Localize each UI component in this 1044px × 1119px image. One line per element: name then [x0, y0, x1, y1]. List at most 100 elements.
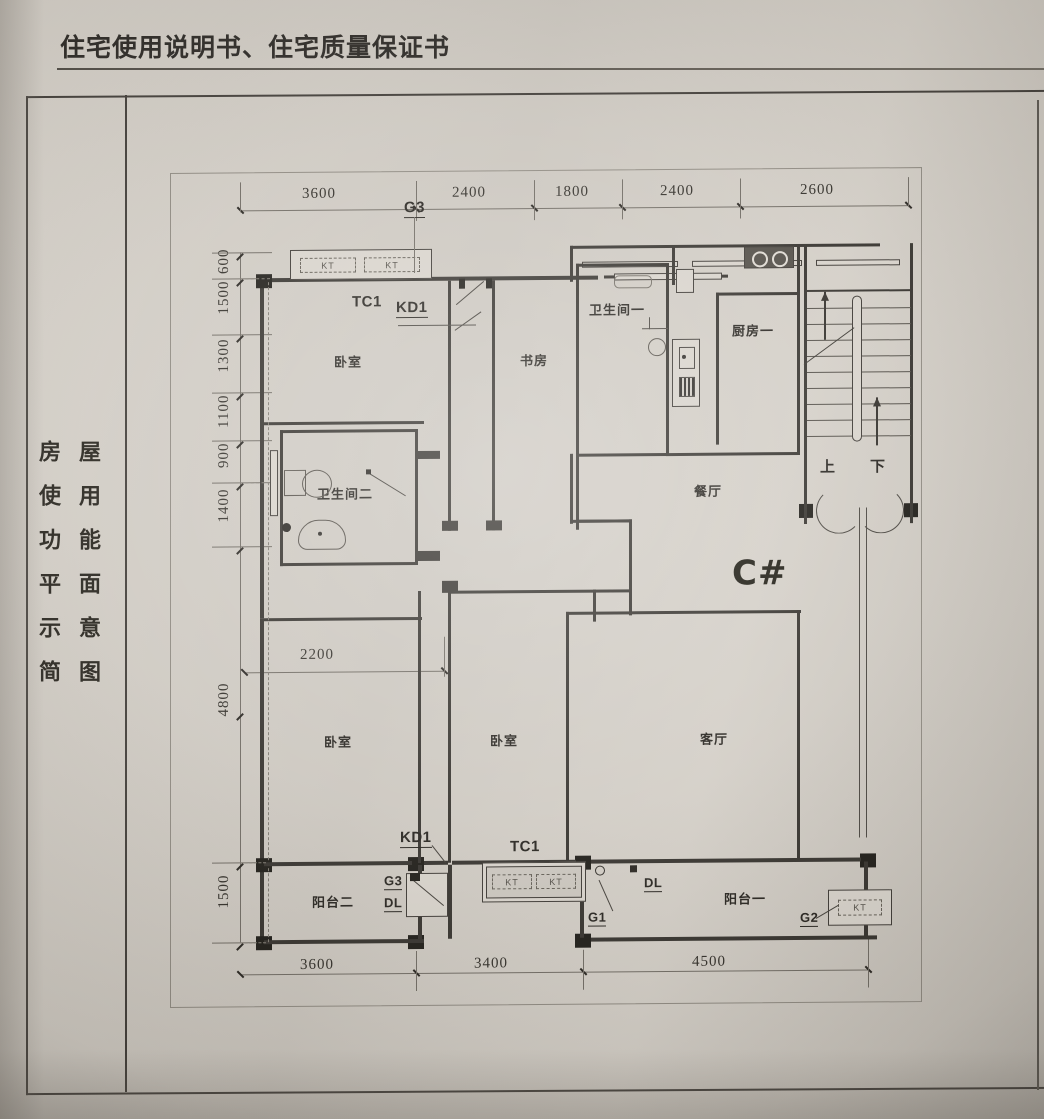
dim-ext	[908, 177, 909, 208]
top-dim-3: 1800	[555, 183, 589, 200]
exterior-wall-left-lower	[260, 618, 264, 865]
sidebar-caption-cell: 房使功平示简 屋用能面意图	[28, 440, 124, 800]
room-label-balcony-2: 阳台二	[312, 895, 355, 911]
bottom-dim-1: 3600	[300, 956, 334, 973]
ac-unit-kt-5: KT	[838, 899, 882, 916]
top-dim-1: 3600	[302, 185, 336, 202]
code-tc1-top: TC1	[352, 293, 382, 311]
left-dim-5: 900	[216, 442, 232, 469]
room-label-bathroom-1: 卫生间一	[589, 303, 646, 319]
dim-ext	[416, 951, 417, 992]
left-dim-4: 1100	[216, 394, 232, 429]
burner-icon	[772, 251, 788, 268]
left-dim-6: 1400	[216, 488, 232, 523]
code-kd1-top: KD1	[396, 298, 428, 319]
wall-corner	[593, 589, 629, 593]
wall-dining-top	[570, 519, 632, 523]
grid-ref-line	[240, 862, 266, 864]
floor-plan-drawing: 3600 2400 1800 2400 2600 600 1500 1300 1…	[152, 147, 942, 1043]
counter-line	[642, 328, 668, 330]
ac-unit-kt-4: KT	[536, 873, 576, 890]
top-dim-5: 2600	[800, 181, 834, 199]
stair-arrow-up-head	[821, 291, 829, 301]
window-bath2	[270, 450, 278, 517]
wall-kitchen-inner-left	[716, 292, 719, 445]
structural-column	[256, 274, 272, 289]
interior-wall-bedroom-right	[448, 280, 451, 531]
table-right-edge	[1037, 99, 1039, 1091]
exterior-wall-left-balcony	[260, 864, 264, 943]
wall-balcony-mid-left	[448, 864, 452, 939]
table-column-divider	[125, 94, 127, 1093]
exterior-wall-left-upper	[260, 278, 264, 619]
room-label-kitchen-1: 厨房一	[732, 324, 775, 340]
sink-icon	[648, 338, 666, 357]
entry-door-arc-left	[816, 487, 862, 534]
unit-tag: C#	[732, 553, 788, 594]
door-swing-line-right	[866, 507, 867, 838]
balcony2-marker	[410, 872, 420, 882]
code-dl-left: DL	[384, 895, 403, 913]
code-g3-bottom: G3	[384, 873, 403, 891]
interior-wall-study-left	[492, 280, 495, 531]
wall-pier-bath2	[418, 450, 440, 460]
grid-ref-line-v	[268, 282, 269, 861]
wall-dining-left	[629, 519, 632, 616]
drain-dot	[318, 531, 322, 536]
dim-ext	[868, 937, 869, 988]
kitchen-door	[676, 268, 694, 293]
wall-bath1-left-upper	[570, 245, 573, 282]
sink-basin-icon	[298, 519, 346, 550]
sidebar-caption-column-1: 房使功平示简	[35, 440, 60, 704]
wall-stair-right	[910, 243, 913, 524]
grid-ref-line	[240, 942, 266, 944]
top-dim-2: 2400	[452, 184, 486, 201]
fixture-line	[649, 317, 650, 330]
burner-icon	[752, 251, 768, 268]
wall-bedroom-bl-right	[418, 590, 421, 864]
wall-bedroom-bm-top2	[566, 611, 632, 615]
stair-label-up: 上	[820, 457, 837, 476]
page-title: 住宅使用说明书、住宅质量保证书	[60, 33, 451, 62]
bottom-dim-2: 3400	[474, 955, 508, 972]
room-label-balcony-1: 阳台一	[724, 892, 767, 908]
wall-bath1-right	[666, 263, 669, 456]
wall-bath2-left	[280, 430, 283, 567]
window-stair	[816, 259, 900, 266]
wall-pier	[486, 520, 502, 531]
wall-bath2-right	[415, 429, 418, 566]
dim-ext	[534, 180, 535, 221]
wall-bedroom-bm-right	[566, 611, 569, 862]
sidebar-caption-column-2: 屋用能面意图	[75, 440, 100, 704]
door-hinge-dot	[366, 469, 371, 475]
wall-kitchen-right	[797, 244, 800, 455]
room-label-bedroom-bottom-middle: 卧室	[490, 734, 519, 750]
wall-kitchen-left-upper	[672, 244, 675, 286]
ac-unit-kt-2: KT	[364, 256, 420, 273]
wall-bath1-left	[576, 263, 579, 454]
stair-handrail	[852, 295, 862, 442]
left-dim-8: 1500	[216, 874, 232, 909]
dl-marker-dot	[630, 865, 637, 873]
room-label-bedroom-bottom-left: 卧室	[324, 735, 353, 751]
dim-ext	[583, 949, 584, 990]
code-tc1-bottom: TC1	[510, 838, 540, 856]
fixture-dot	[282, 523, 291, 533]
entry-door-arc-right	[858, 487, 904, 534]
shaft-box-2	[679, 376, 695, 397]
interior-dim-2200: 2200	[300, 646, 334, 663]
top-dim-4: 2400	[660, 182, 694, 200]
wall-living-left	[797, 610, 800, 859]
ac-unit-kt-3: KT	[492, 874, 532, 890]
wall-pier	[442, 520, 458, 531]
dim-ext	[444, 636, 445, 677]
bottom-dim-3: 4500	[692, 953, 726, 970]
stair-label-down: 下	[870, 457, 887, 476]
structural-column	[860, 853, 876, 868]
toilet-bowl-icon	[302, 469, 332, 498]
wall-dining-left-upper	[570, 453, 573, 524]
room-label-study: 书房	[520, 353, 549, 370]
wall-stair-left	[804, 243, 807, 524]
room-label-bedroom-top-left: 卧室	[334, 355, 363, 371]
door-swing-line-left	[859, 507, 860, 838]
